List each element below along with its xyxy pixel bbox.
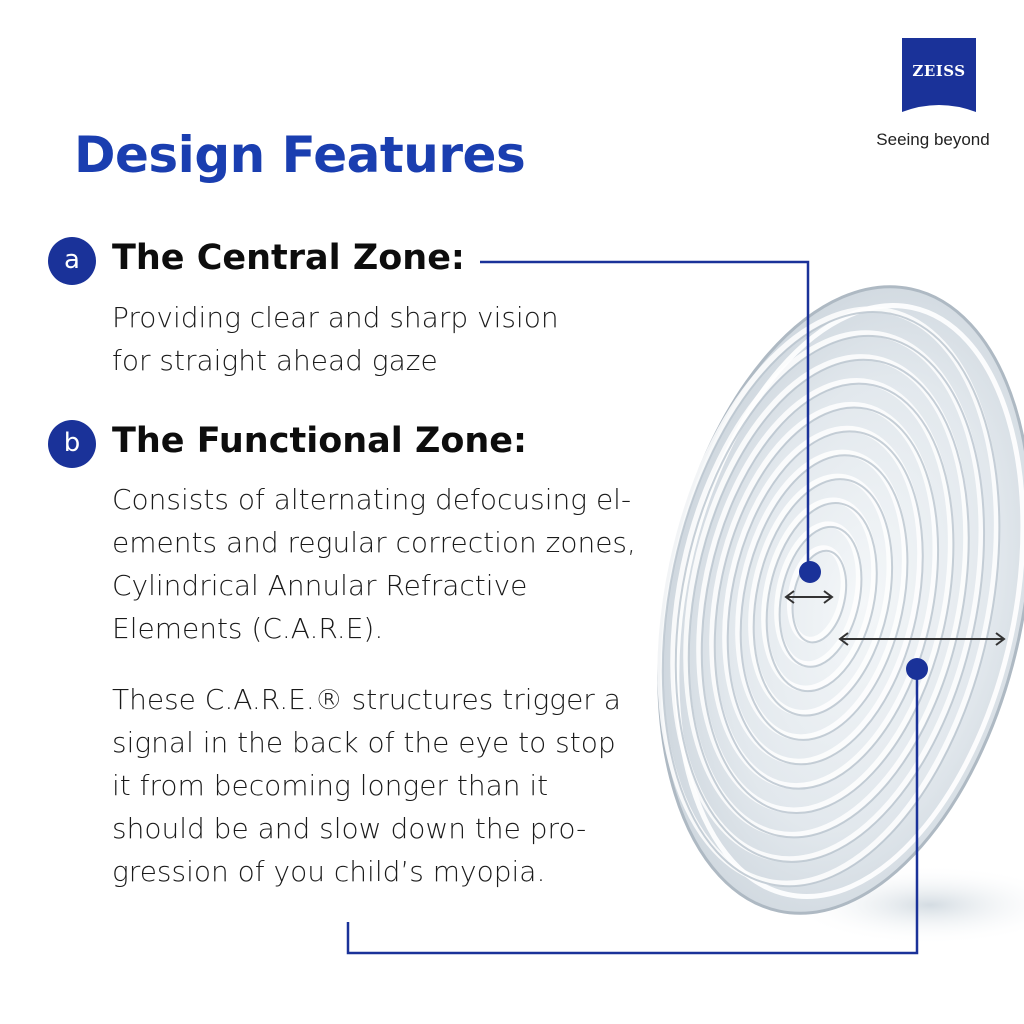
lens-ring: [683, 354, 970, 838]
lens-ring-shade: [687, 358, 970, 839]
text-line: These C.A.R.E.® structures trigger a: [112, 683, 621, 716]
text-line: Providing clear and sharp vision: [112, 301, 559, 334]
lens-ring-shade: [778, 525, 863, 668]
care-paragraph: These C.A.R.E.® structures trigger a sig…: [112, 678, 621, 893]
lens-ring-shade: [661, 311, 1001, 888]
central-zone-heading: The Central Zone:: [112, 238, 465, 278]
text-line: gression of you child’s myopia.: [112, 855, 546, 888]
lens-ring-shade: [726, 430, 924, 766]
functional-width-arrow: [838, 632, 1006, 646]
text-line: signal in the back of the eye to stop: [112, 726, 616, 759]
zeiss-logo: ZEISS: [902, 38, 976, 112]
lens-ring-shade: [791, 549, 848, 644]
lens-ring: [735, 449, 908, 741]
central-zone-description: Providing clear and sharp vision for str…: [112, 296, 559, 382]
lens-ring: [774, 521, 862, 668]
functional-zone-connector: [346, 672, 919, 955]
logo-arc-icon: [902, 38, 976, 112]
lens-ring: [657, 306, 1000, 887]
lens-ring-shade: [765, 502, 878, 693]
badge-a: a: [48, 237, 96, 285]
functional-zone-description: Consists of alternating defocusing el- e…: [112, 478, 636, 650]
central-width-arrow: [784, 590, 834, 604]
lens-ring-shade: [700, 382, 955, 815]
lens-body: [657, 285, 1024, 915]
text-line: Cylindrical Annular Refractive: [112, 569, 528, 602]
functional-zone-heading: The Functional Zone:: [112, 421, 528, 461]
text-line: should be and slow down the pro-: [112, 812, 587, 845]
logo-text: ZEISS: [912, 62, 966, 80]
lens-ring: [722, 425, 924, 765]
text-line: Consists of alternating defocusing el-: [112, 483, 632, 516]
text-line: it from becoming longer than it: [112, 769, 549, 802]
lens-ring-shade: [674, 334, 986, 863]
lens-ring: [709, 401, 939, 790]
text-line: ements and regular correction zones,: [112, 526, 636, 559]
tagline: Seeing beyond: [876, 130, 990, 149]
central-zone-marker: [799, 561, 821, 583]
lens-ring: [787, 545, 847, 643]
page-title: Design Features: [74, 126, 526, 184]
central-zone-connector: [480, 260, 810, 570]
lens-ring-shade: [713, 406, 940, 790]
text-line: for straight ahead gaze: [112, 344, 438, 377]
lens-ring: [748, 473, 893, 716]
lens-ring: [670, 330, 985, 863]
lens-ring-shade: [739, 454, 909, 741]
text-line: Elements (C.A.R.E).: [112, 612, 384, 645]
lens-ring: [696, 378, 954, 814]
functional-zone-marker: [906, 658, 928, 680]
lens-ring-shade: [752, 478, 894, 717]
badge-b: b: [48, 420, 96, 468]
lens-ring: [761, 497, 878, 692]
